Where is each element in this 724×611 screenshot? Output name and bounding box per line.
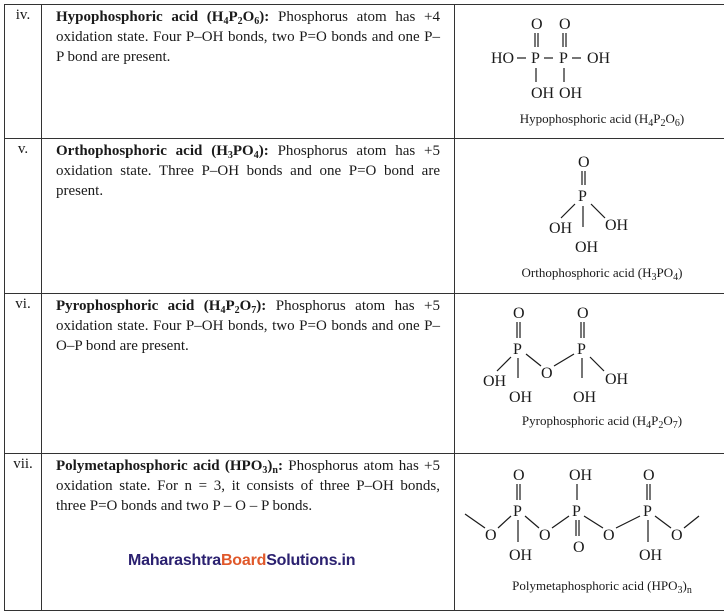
atom: P: [572, 503, 581, 520]
atom: O: [559, 16, 571, 33]
acid-name: Pyrophosphoric acid: [56, 298, 194, 314]
atom: O: [531, 16, 543, 33]
atom: OH: [509, 547, 533, 564]
row-number: iv.: [5, 5, 42, 139]
watermark-part: Maharashtra: [128, 552, 221, 569]
structure-cell: O O HO P P OH OH OH Hypophosphoric acid …: [455, 5, 724, 139]
atom: OH: [605, 371, 629, 388]
atom: O: [643, 467, 655, 484]
atom: P: [513, 341, 522, 358]
acids-table: iv. Hypophosphoric acid (H4P2O6): Phosph…: [4, 4, 724, 611]
atom: O: [539, 527, 551, 544]
atom: O: [603, 527, 615, 544]
structure-caption: Orthophosphoric acid (H3PO4): [455, 265, 724, 281]
row-number: vii.: [5, 454, 42, 611]
watermark-part: Board: [221, 552, 266, 569]
atom: OH: [483, 373, 507, 390]
table-row: iv. Hypophosphoric acid (H4P2O6): Phosph…: [5, 5, 724, 139]
acid-formula: (HPO3)n:: [225, 458, 283, 474]
atom: O: [485, 527, 497, 544]
atom: P: [513, 503, 522, 520]
acid-formula: (H4P2O7):: [204, 298, 267, 314]
atom: HO: [491, 50, 514, 67]
acid-name: Hypophosphoric acid: [56, 9, 198, 25]
watermark-part: Solutions: [266, 552, 337, 569]
structure-caption: Hypophosphoric acid (H4P2O6): [455, 111, 724, 127]
atom: O: [577, 305, 589, 322]
table-row: v. Orthophosphoric acid (H3PO4): Phospho…: [5, 139, 724, 294]
atom: P: [559, 50, 568, 67]
row-number: v.: [5, 139, 42, 294]
acid-name: Polymetaphosphoric acid: [56, 458, 220, 474]
atom: OH: [531, 85, 555, 102]
table-row: vi. Pyrophosphoric acid (H4P2O7): Phosph…: [5, 294, 724, 454]
acid-formula: (H4P2O6):: [207, 9, 270, 25]
structure-caption: Polymetaphosphoric acid (HPO3)n: [455, 578, 724, 594]
atom: OH: [573, 389, 597, 406]
watermark-part: .in: [337, 552, 355, 569]
atom: P: [578, 188, 587, 205]
acid-name: Orthophosphoric acid: [56, 143, 202, 159]
atom: OH: [569, 467, 593, 484]
atom: O: [573, 539, 585, 556]
site-watermark: MaharashtraBoardSolutions.in: [128, 552, 355, 570]
atom: P: [531, 50, 540, 67]
atom: OH: [575, 239, 599, 256]
atom: OH: [549, 220, 573, 237]
atom: O: [513, 305, 525, 322]
atom: P: [643, 503, 652, 520]
row-description: Polymetaphosphoric acid (HPO3)n: Phospho…: [42, 454, 455, 611]
row-description: Pyrophosphoric acid (H4P2O7): Phosphorus…: [42, 294, 455, 454]
atom: OH: [587, 50, 611, 67]
atom: O: [578, 154, 590, 171]
structure-cell: O P OH OH OH Orthophosphoric acid (H3PO4…: [455, 139, 724, 294]
atom: OH: [605, 217, 629, 234]
row-number: vi.: [5, 294, 42, 454]
atom: OH: [559, 85, 583, 102]
structure-caption: Pyrophosphoric acid (H4P2O7): [455, 413, 724, 429]
atom: O: [513, 467, 525, 484]
row-description: Hypophosphoric acid (H4P2O6): Phosphorus…: [42, 5, 455, 139]
atom: P: [577, 341, 586, 358]
structure-cell: O O P P O OH OH OH OH Pyrophosphoric aci…: [455, 294, 724, 454]
table-row: vii. Polymetaphosphoric acid (HPO3)n: Ph…: [5, 454, 724, 611]
atom: OH: [639, 547, 663, 564]
row-description: Orthophosphoric acid (H3PO4): Phosphorus…: [42, 139, 455, 294]
atom: O: [671, 527, 683, 544]
atom: O: [541, 365, 553, 382]
acid-formula: (H3PO4):: [211, 143, 269, 159]
structure-cell: O OH O P P P O O O O: [455, 454, 724, 611]
atom: OH: [509, 389, 533, 406]
